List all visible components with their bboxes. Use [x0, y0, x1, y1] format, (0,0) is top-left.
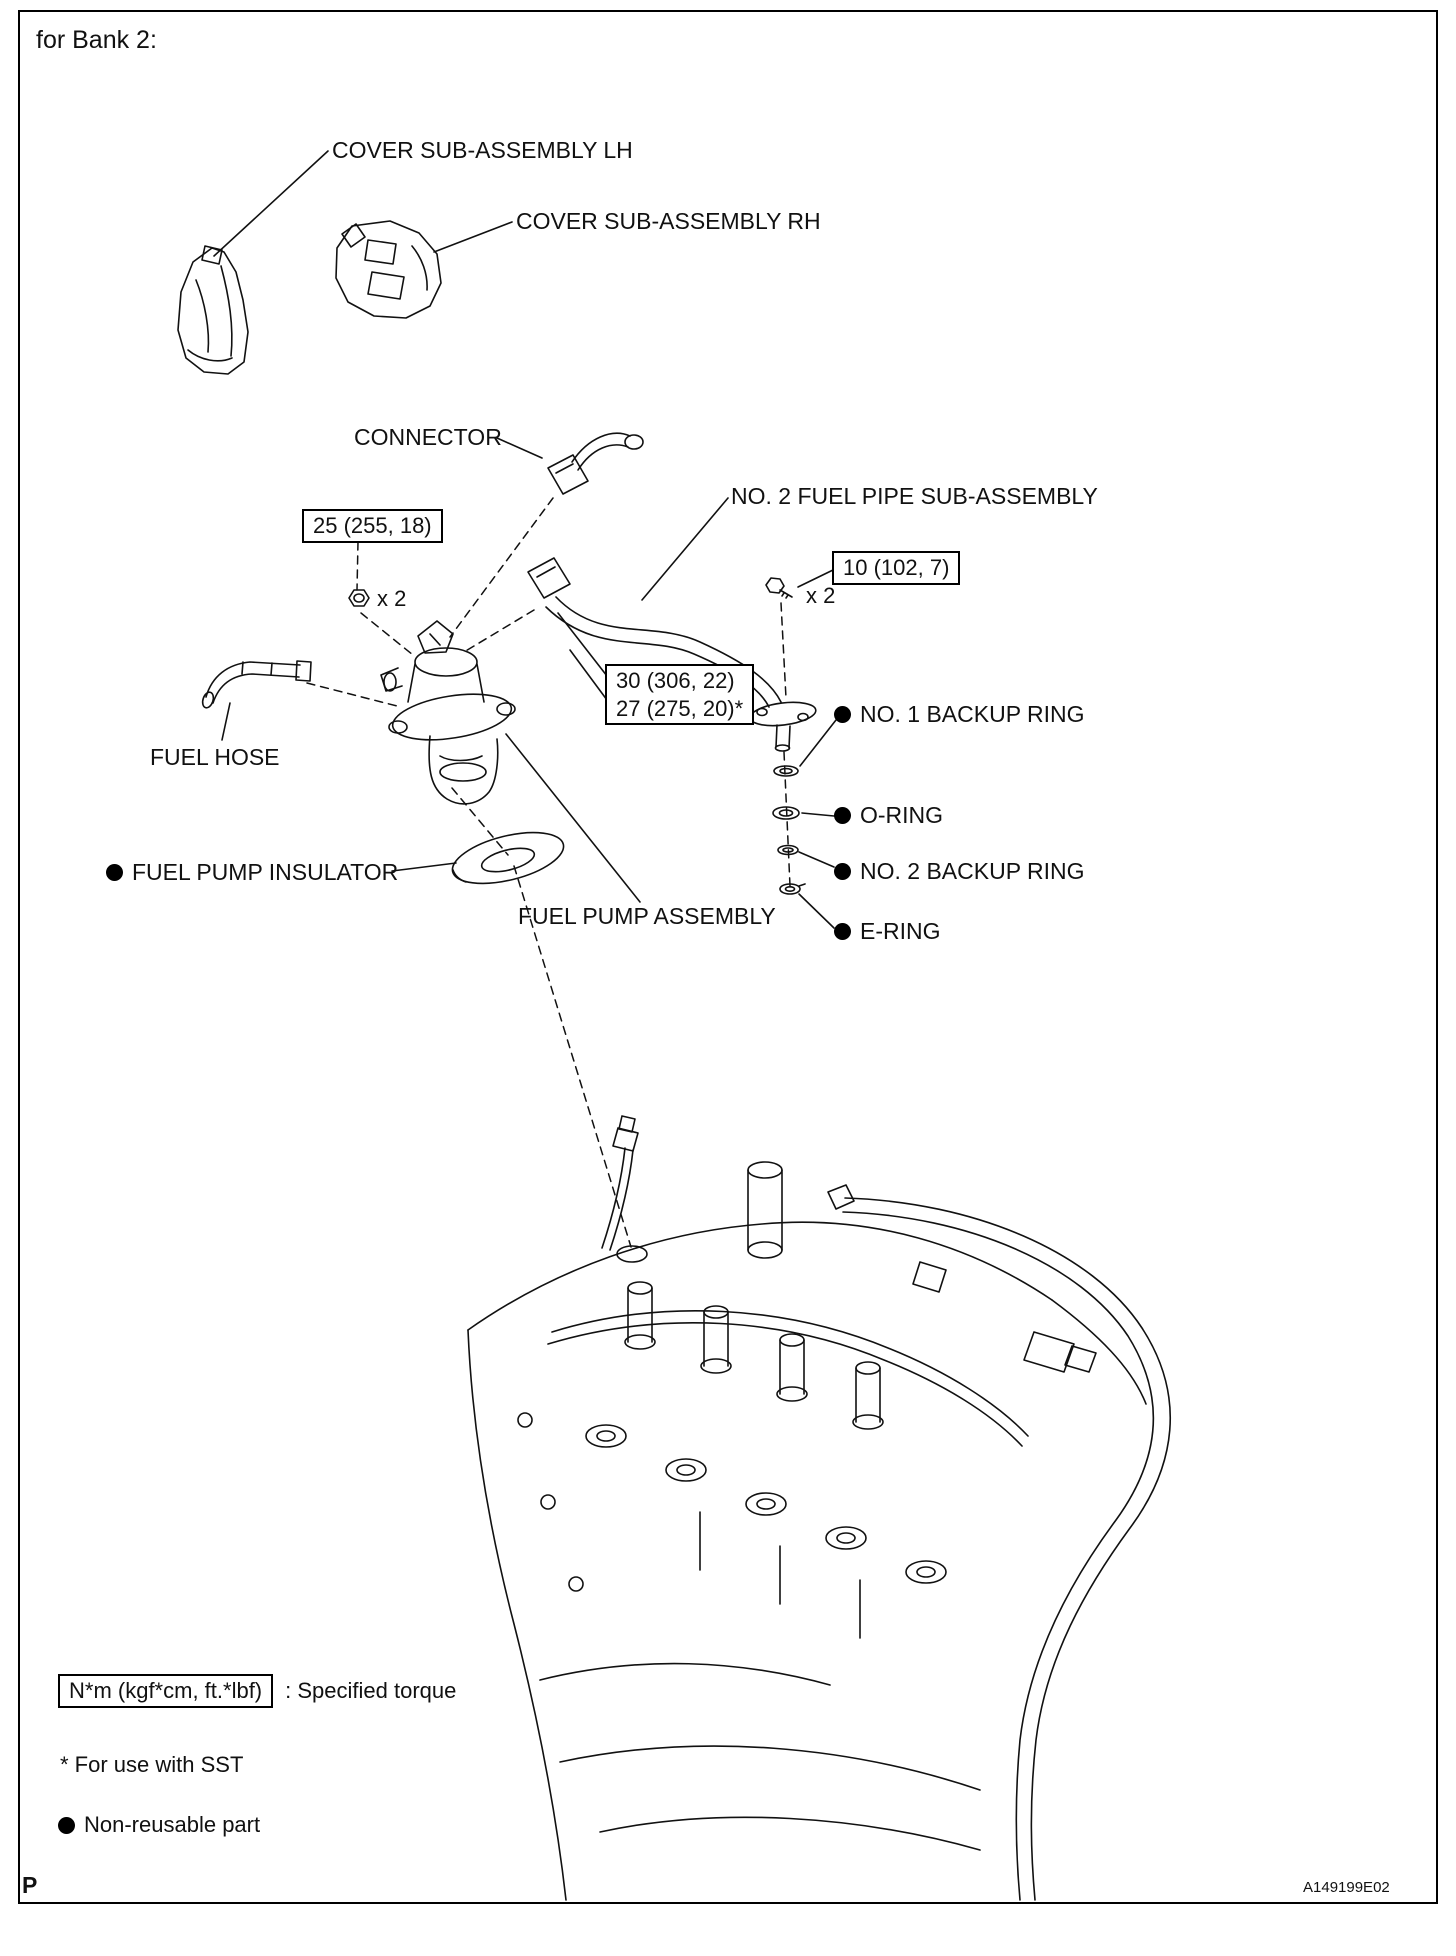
torque-legend: N*m (kgf*cm, ft.*lbf) : Specified torque: [58, 1674, 456, 1708]
torque-box-bolt: 10 (102, 7): [832, 551, 961, 585]
page-marker: P: [22, 1872, 38, 1898]
non-reusable-bullet: [834, 923, 851, 940]
torque-union-line1: 30 (306, 22): [616, 668, 735, 693]
non-reusable-bullet: [834, 863, 851, 880]
non-reusable-bullet: [834, 706, 851, 723]
torque-box-nut: 25 (255, 18): [302, 509, 443, 543]
assembly-dashed-lines: [306, 497, 791, 1248]
sst-note: * For use with SST: [60, 1752, 244, 1777]
o-ring-illustration: [772, 806, 800, 820]
label-fuel-hose: FUEL HOSE: [150, 744, 280, 770]
e-ring-illustration: [779, 883, 806, 895]
label-fuel-pump-insulator: FUEL PUMP INSULATOR: [106, 859, 398, 886]
qty-nut: x 2: [377, 586, 407, 611]
label-e-ring: E-RING: [834, 918, 941, 945]
label-no1-backup-ring: NO. 1 BACKUP RING: [834, 701, 1085, 728]
label-no2-fuel-pipe-sub-assembly: NO. 2 FUEL PIPE SUB-ASSEMBLY: [731, 483, 1098, 509]
label-o-ring: O-RING: [834, 802, 943, 829]
torque-union-line2: 27 (275, 20)*: [616, 695, 744, 721]
non-reusable-bullet: [834, 807, 851, 824]
label-e-ring-text: E-RING: [860, 918, 941, 944]
label-connector: CONNECTOR: [354, 424, 502, 450]
cover-rh-illustration: [335, 220, 442, 319]
engine-illustration: [467, 1115, 1172, 1901]
label-fuel-pump-insulator-text: FUEL PUMP INSULATOR: [132, 859, 399, 885]
backup-ring-2-illustration: [777, 844, 799, 856]
insulator-illustration: [451, 831, 565, 885]
label-o-ring-text: O-RING: [860, 802, 944, 828]
label-cover-sub-assembly-lh: COVER SUB-ASSEMBLY LH: [332, 137, 633, 163]
connector-illustration: [547, 432, 644, 495]
label-no2-backup-ring-text: NO. 2 BACKUP RING: [860, 858, 1085, 884]
non-reusable-bullet: [106, 864, 123, 881]
cover-lh-illustration: [177, 245, 249, 375]
nut-illustration: [348, 589, 370, 607]
non-reusable-bullet: [58, 1816, 75, 1834]
torque-box-union: 30 (306, 22) 27 (275, 20)*: [605, 664, 755, 725]
non-reusable-legend-text: Non-reusable part: [84, 1812, 261, 1837]
label-no2-backup-ring: NO. 2 BACKUP RING: [834, 858, 1085, 885]
label-fuel-pump-assembly: FUEL PUMP ASSEMBLY: [518, 903, 776, 929]
torque-legend-text: : Specified torque: [285, 1678, 457, 1703]
qty-bolt: x 2: [806, 583, 836, 608]
diagram-frame: [18, 10, 1438, 1904]
page-title: for Bank 2:: [36, 26, 157, 54]
leader-lines: [213, 150, 837, 929]
fuel-hose-illustration: [201, 660, 312, 709]
non-reusable-legend: Non-reusable part: [58, 1812, 260, 1838]
bolt-illustration: [765, 577, 793, 599]
figure-code: A149199E02: [1303, 1879, 1390, 1896]
label-cover-sub-assembly-rh: COVER SUB-ASSEMBLY RH: [516, 208, 821, 234]
backup-ring-1-illustration: [773, 765, 799, 777]
label-no1-backup-ring-text: NO. 1 BACKUP RING: [860, 701, 1085, 727]
torque-unit-box: N*m (kgf*cm, ft.*lbf): [58, 1674, 274, 1708]
fuel-pump-illustration: [380, 620, 516, 805]
